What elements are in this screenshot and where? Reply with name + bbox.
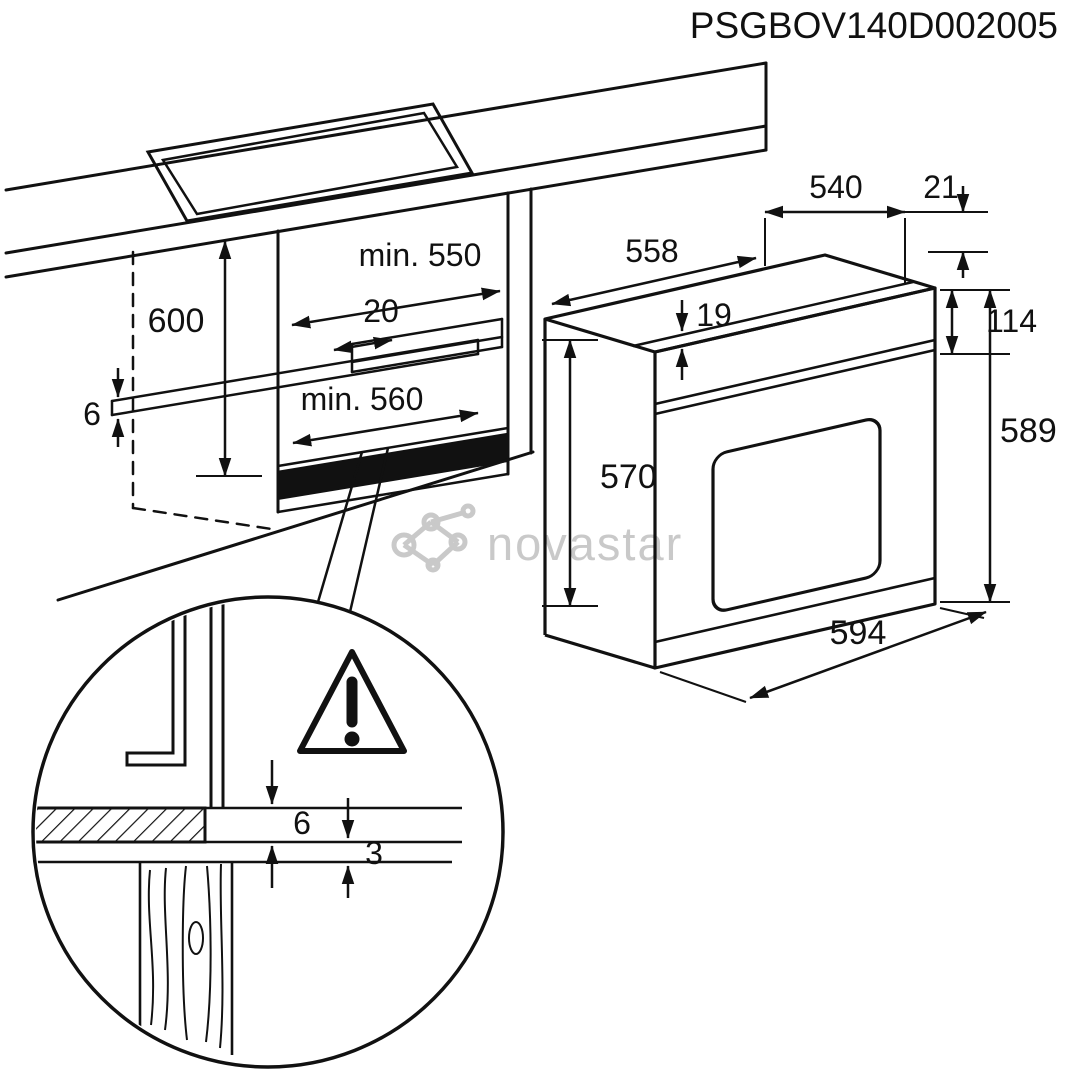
detail-circle <box>31 595 505 1069</box>
label-total-depth: 594 <box>830 614 887 652</box>
plinth-recess <box>278 434 508 500</box>
part-number: PSGBOV140D002005 <box>690 5 1058 46</box>
dim-body-height <box>542 339 598 607</box>
oven-door-window <box>711 418 882 612</box>
wood-panel <box>138 862 234 1055</box>
counter-cabinet-drawing <box>4 61 768 602</box>
dim-total-height <box>940 289 1010 603</box>
worktop-section <box>36 806 207 844</box>
warning-triangle-icon <box>297 649 407 754</box>
dim-min-depth <box>291 287 501 329</box>
detail-leader-lines <box>316 447 390 613</box>
detail-left-panel <box>125 600 187 767</box>
label-gap-panel: 3 <box>365 835 383 871</box>
dim-rail-offset <box>333 336 393 354</box>
label-top-step: 19 <box>696 297 732 333</box>
detail-dimensions <box>265 760 355 898</box>
dim-top-trim <box>905 186 988 278</box>
label-strip-thickness: 6 <box>83 396 101 432</box>
label-min-depth: min. 550 <box>359 237 482 273</box>
label-min-width: min. 560 <box>301 381 424 417</box>
cabinet-dimensions <box>111 240 501 477</box>
label-gap-worktop: 6 <box>293 805 311 841</box>
detail-view: 6 3 <box>36 600 462 1055</box>
cooktop-cutout <box>145 102 475 223</box>
watermark-text: novastar <box>487 517 683 570</box>
dim-cabinet-height <box>196 240 262 477</box>
watermark: novastar <box>391 503 683 573</box>
label-total-height: 589 <box>1000 412 1057 450</box>
label-body-width: 558 <box>625 233 678 269</box>
dim-min-width <box>292 409 479 447</box>
dim-panel-height <box>940 289 1010 355</box>
oven-drawing <box>543 253 937 670</box>
dim-top-width <box>764 205 906 284</box>
molecule-icon <box>391 503 476 573</box>
dim-body-width <box>551 255 757 307</box>
oven-dimensions <box>542 186 1010 703</box>
label-top-width: 540 <box>809 169 862 205</box>
label-panel-height: 114 <box>986 303 1037 339</box>
label-cabinet-height: 600 <box>148 302 205 340</box>
dim-total-depth <box>659 607 987 703</box>
label-body-height: 570 <box>600 458 657 496</box>
label-top-trim: 21 <box>923 169 959 205</box>
label-rail-offset: 20 <box>363 293 399 329</box>
